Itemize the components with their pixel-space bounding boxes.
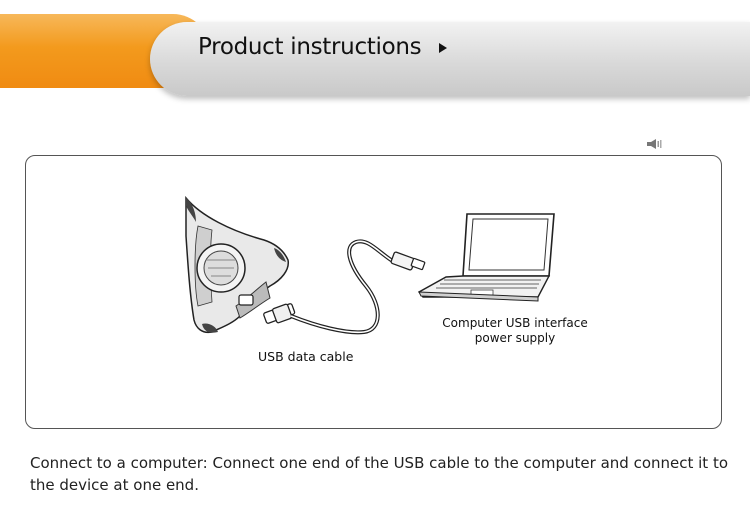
usb-plug-icon: [263, 303, 296, 324]
illustration-frame: [25, 155, 722, 429]
banner-grey-bar: [150, 22, 750, 96]
connection-illustration: [185, 195, 555, 335]
conference-speaker-icon: [185, 195, 290, 334]
usb-cable: [290, 239, 396, 335]
computer-usb-label-line2: power supply: [474, 331, 556, 345]
instruction-caption: Connect to a computer: Connect one end o…: [30, 454, 729, 494]
laptop-icon: [417, 213, 555, 302]
computer-usb-label-line1: Computer USB interface: [442, 316, 588, 330]
title-arrow-icon: [439, 43, 447, 53]
computer-usb-label: Computer USB interface power supply: [440, 316, 590, 346]
usb-cable-label: USB data cable: [258, 349, 354, 364]
header-banner: [0, 14, 750, 96]
usb-connector-laptop-icon: [390, 251, 426, 271]
page-title: Product instructions: [198, 34, 422, 60]
speaker-mark-icon: [647, 139, 662, 149]
